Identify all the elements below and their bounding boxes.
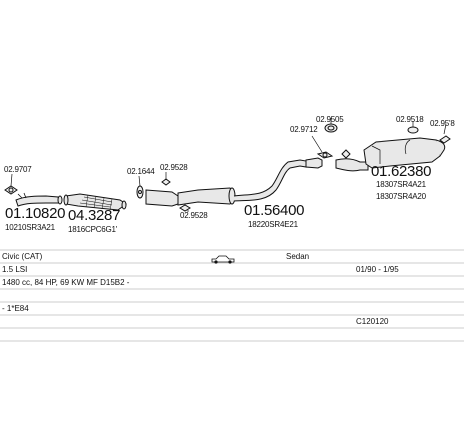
part-label-01-56400: 01.56400 [244, 202, 305, 219]
gasket-icon [4, 185, 18, 195]
part-label-02-9712: 02.9712 [290, 125, 318, 134]
rear-silencer-part [335, 137, 446, 172]
part-label-02-9528-top: 02.9528 [160, 163, 188, 172]
middle-silencer-pipe-part [145, 159, 307, 212]
clamp-icon [439, 135, 451, 144]
vehicle-code: - 1*E84 [2, 304, 29, 313]
vehicle-years: 01/90 - 1/95 [356, 265, 399, 274]
hanger-ring-icon [324, 123, 338, 133]
diagram-reference: C120120 [356, 317, 389, 326]
part-label-02-9505: 02.9505 [316, 115, 344, 124]
vehicle-body: Sedan [286, 252, 310, 261]
part-label-02-1644: 02.1644 [127, 167, 155, 176]
catalytic-converter-part [63, 193, 127, 211]
part-label-02-9707: 02.9707 [4, 165, 32, 174]
part-oem-10210SR3A21: 10210SR3A21 [5, 223, 55, 232]
part-oem-18307SR4A21: 18307SR4A21 [376, 180, 426, 189]
part-oem-18307SR4A20: 18307SR4A20 [376, 192, 426, 201]
part-label-01-62380: 01.62380 [371, 163, 432, 180]
part-label-04-3287: 04.3287 [68, 207, 121, 224]
gasket-icon [136, 185, 144, 199]
part-label-01-10820: 01.10820 [5, 205, 66, 222]
vehicle-engine: 1.5 LSI [2, 265, 28, 274]
part-label-02-9518: 02.9518 [396, 115, 424, 124]
vehicle-model: Civic (CAT) [2, 252, 43, 261]
gasket-icon [316, 151, 334, 159]
part-label-02-9528-bottom: 02.9528 [180, 211, 208, 220]
vehicle-spec: 1480 cc, 84 HP, 69 KW MF D15B2 - [2, 278, 130, 287]
part-label-02-9518-b: 02.95'8 [430, 119, 455, 128]
car-sedan-icon [211, 255, 235, 264]
part-oem-1816CPC6G1: 1816CPC6G1' [68, 225, 118, 234]
front-pipe-part [15, 192, 63, 207]
part-oem-18220SR4E21: 18220SR4E21 [248, 220, 298, 229]
hanger-ring-icon [407, 126, 419, 134]
